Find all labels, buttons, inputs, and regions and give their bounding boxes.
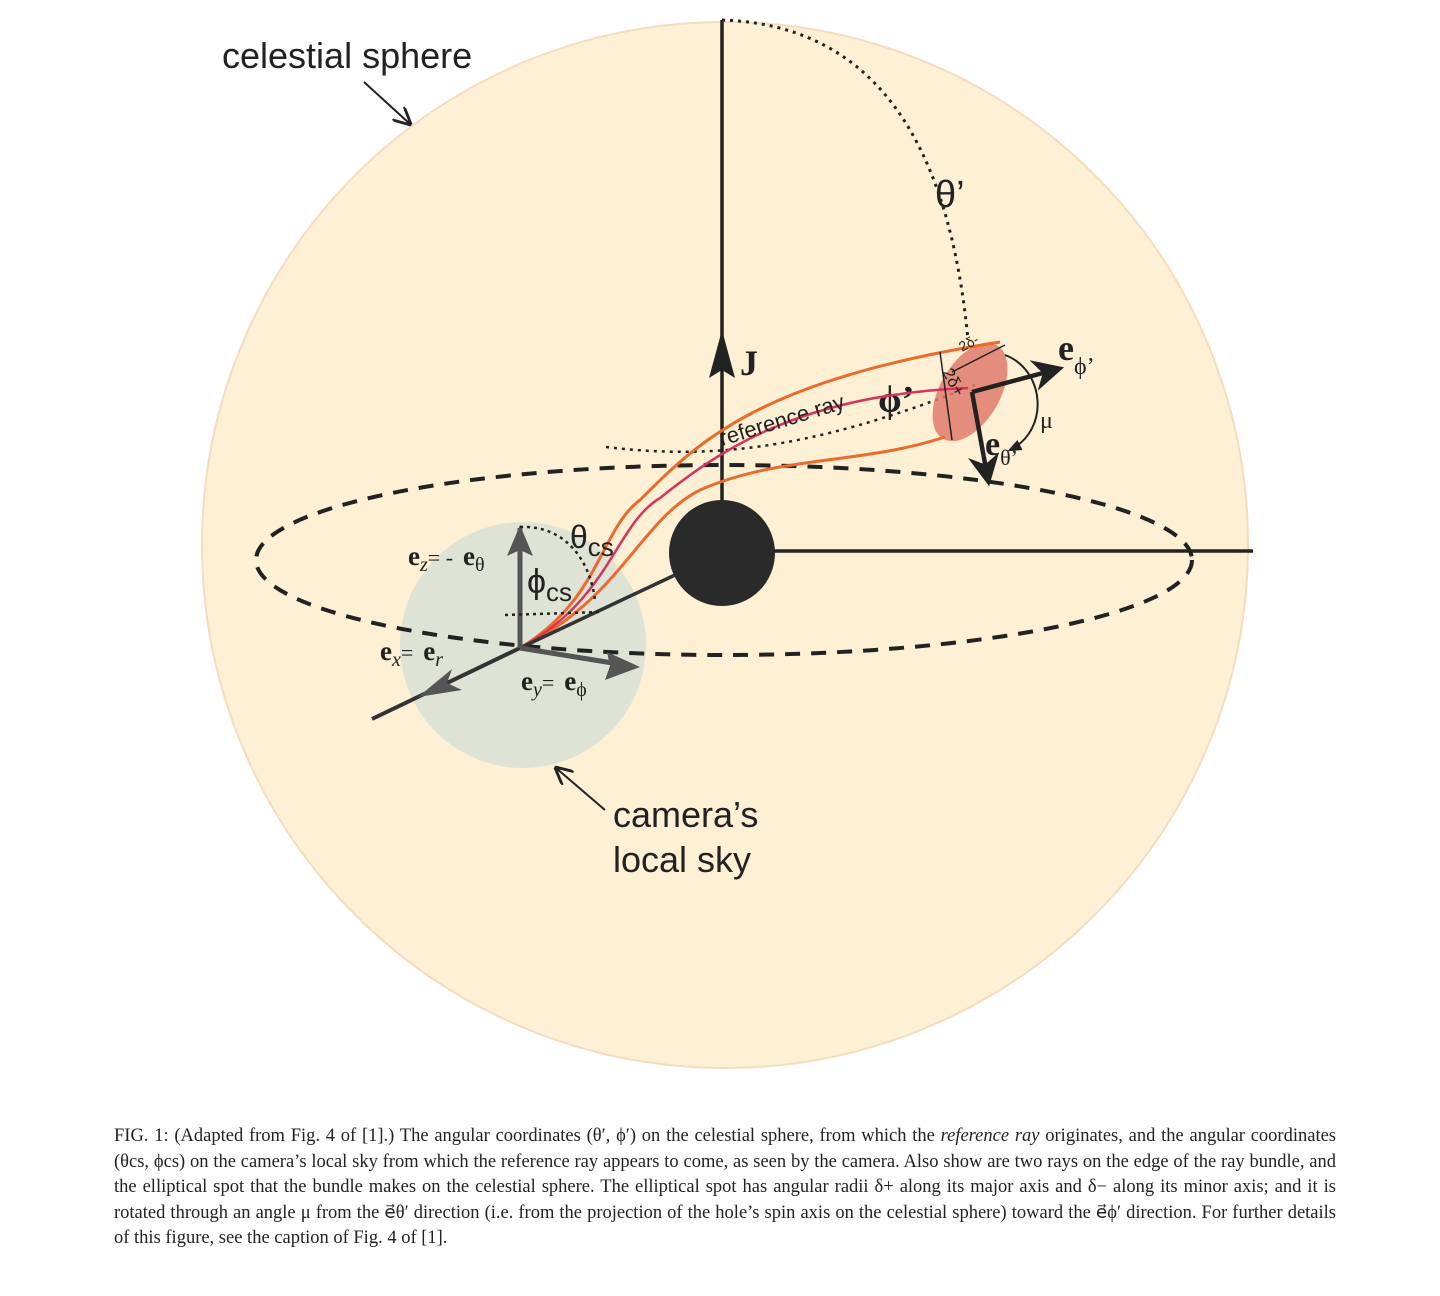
caption-text-2: originates, and the angular coordinates …: [114, 1126, 1336, 1248]
figure-caption: FIG. 1: (Adapted from Fig. 4 of [1].) Th…: [114, 1124, 1336, 1252]
ex-arrowhead: [418, 669, 462, 697]
celestial-sphere-pointer: [363, 81, 410, 124]
two-delta-plus-bar: [939, 351, 953, 441]
ex-er-label: ex=er: [380, 636, 443, 671]
ray-bundle-edge-upper: [519, 340, 1001, 650]
ey-arrowhead: [605, 652, 640, 680]
celestial-sphere-label: celestial sphere: [222, 35, 472, 76]
caption-italic-reference-ray: reference ray: [940, 1126, 1040, 1146]
caption-text-1: FIG. 1: (Adapted from Fig. 4 of [1].) Th…: [114, 1126, 941, 1146]
phi-prime-label: ϕ’: [878, 379, 914, 421]
ez-arrowhead: [507, 525, 533, 556]
celestial-sphere-diagram: J θ’ ϕ’ reference ray 2δ+ 2δ- eϕ’ eθ’ μ …: [201, 18, 1253, 1069]
theta-cs-label: θcs: [570, 519, 614, 562]
phi-cs-label: ϕcs: [527, 563, 572, 607]
theta-prime-label: θ’: [935, 174, 965, 216]
camera-local-sky-label-line2: local sky: [613, 839, 751, 880]
elliptical-spot: [932, 342, 1008, 442]
ray-bundle-edge-lower: [519, 435, 946, 650]
e-phi-prime-label: eϕ’: [1058, 328, 1095, 380]
e-theta-prime-vector: [967, 391, 999, 487]
e-phi-prime-vector: [971, 360, 1065, 395]
mu-label: μ: [1040, 408, 1053, 434]
equator-dashed-ellipse: [254, 463, 1194, 657]
camera-ey-vector: [519, 645, 626, 668]
ey-ephi-label: ey=eϕ: [521, 666, 587, 701]
camera-local-sky-label-line1: camera’s: [613, 794, 758, 835]
camera-local-sky-pointer: [556, 768, 606, 811]
reference-ray: [519, 386, 969, 650]
black-hole: [669, 500, 775, 606]
mu-arc: [1004, 354, 1039, 452]
phi-prime-dotted-line: [605, 383, 976, 454]
spin-axis-J-arrowhead: [709, 330, 735, 378]
theta-cs-dotted-arc: [519, 525, 597, 601]
ez-etheta-label: ez= -eθ: [408, 541, 485, 576]
two-delta-minus-bar: [951, 344, 1006, 373]
phi-cs-dotted-line: [504, 610, 601, 617]
J-label: J: [740, 343, 758, 383]
